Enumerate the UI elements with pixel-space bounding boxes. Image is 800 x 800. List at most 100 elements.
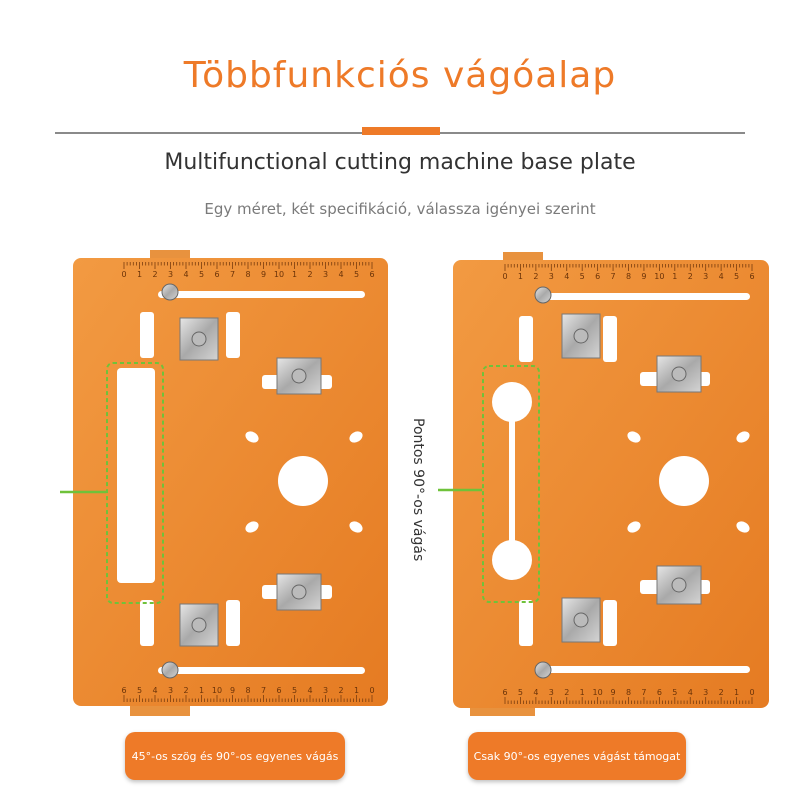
ruler-label: 1 xyxy=(354,686,359,695)
ruler-label: 4 xyxy=(719,272,724,281)
ruler-label: 0 xyxy=(502,272,507,281)
left-highlight-box xyxy=(106,362,164,604)
ruler-label: 1 xyxy=(137,270,142,279)
ruler-label: 5 xyxy=(580,272,585,281)
ruler-label: 5 xyxy=(518,688,523,697)
ruler-label: 10 xyxy=(274,270,284,279)
ruler-label: 6 xyxy=(276,686,281,695)
ruler-label: 5 xyxy=(734,272,739,281)
ruler-label: 6 xyxy=(502,688,507,697)
ruler-label: 4 xyxy=(152,686,157,695)
right-clamp-2 xyxy=(656,355,702,393)
divider-accent xyxy=(362,127,440,135)
ruler-label: 0 xyxy=(121,270,126,279)
left-long-cut-slot xyxy=(117,368,155,583)
ruler-label: 4 xyxy=(338,270,343,279)
ruler-label: 5 xyxy=(199,270,204,279)
ruler-label: 2 xyxy=(688,272,693,281)
ruler-label: 3 xyxy=(168,270,173,279)
left-clamp-1 xyxy=(179,317,219,361)
right-thin-cut-channel xyxy=(509,402,515,560)
ruler-label: 1 xyxy=(292,270,297,279)
ruler-label: 3 xyxy=(703,272,708,281)
right-clamp-3 xyxy=(656,565,702,605)
left-clamp-4 xyxy=(179,603,219,647)
left-center-hole xyxy=(278,456,328,506)
ruler-label: 10 xyxy=(212,686,222,695)
ruler-label: 3 xyxy=(549,688,554,697)
right-clamp-1 xyxy=(561,313,601,359)
ruler-label: 9 xyxy=(261,270,266,279)
ruler-label: 4 xyxy=(533,688,538,697)
caption-right: Csak 90°-os egyenes vágást támogat xyxy=(468,732,686,780)
ruler-label: 9 xyxy=(611,688,616,697)
caption-left: 45°-os szög és 90°-os egyenes vágás xyxy=(125,732,345,780)
left-slot-b xyxy=(226,312,240,358)
ruler-label: 3 xyxy=(323,270,328,279)
ruler-label: 2 xyxy=(564,688,569,697)
ruler-label: 6 xyxy=(369,270,374,279)
ruler-label: 8 xyxy=(626,688,631,697)
ruler-label: 8 xyxy=(626,272,631,281)
ruler-label: 5 xyxy=(292,686,297,695)
ruler-label: 1 xyxy=(734,688,739,697)
ruler-label: 7 xyxy=(261,686,266,695)
ruler-label: 3 xyxy=(703,688,708,697)
ruler-label: 0 xyxy=(369,686,374,695)
ruler-label: 7 xyxy=(641,688,646,697)
ruler-label: 9 xyxy=(641,272,646,281)
ruler-label: 2 xyxy=(152,270,157,279)
left-wingnut-top xyxy=(161,283,179,301)
left-top-slot xyxy=(158,291,365,298)
ruler-label: 2 xyxy=(183,686,188,695)
page-title: Többfunkciós vágóalap xyxy=(183,55,617,96)
left-slot-c xyxy=(140,600,154,646)
ruler-label: 4 xyxy=(688,688,693,697)
left-clamp-2 xyxy=(276,357,322,395)
right-bottom-slot xyxy=(540,666,750,673)
ruler-label: 4 xyxy=(307,686,312,695)
right-wingnut-bottom xyxy=(534,661,552,679)
ruler-label: 2 xyxy=(307,270,312,279)
ruler-label: 4 xyxy=(564,272,569,281)
ruler-label: 6 xyxy=(595,272,600,281)
ruler-label: 10 xyxy=(593,688,603,697)
ruler-label: 5 xyxy=(672,688,677,697)
left-clamp-3 xyxy=(276,573,322,611)
tagline: Egy méret, két specifikáció, válassza ig… xyxy=(204,200,596,218)
left-slot-d xyxy=(226,600,240,646)
ruler-label: 6 xyxy=(214,270,219,279)
ruler-label: 6 xyxy=(749,272,754,281)
left-slot-a xyxy=(140,312,154,358)
ruler-label: 2 xyxy=(719,688,724,697)
right-top-slot xyxy=(540,293,750,300)
right-clamp-4 xyxy=(561,597,601,643)
ruler-label: 8 xyxy=(245,270,250,279)
ruler-label: 5 xyxy=(137,686,142,695)
ruler-label: 2 xyxy=(338,686,343,695)
ruler-label: 10 xyxy=(654,272,664,281)
ruler-label: 3 xyxy=(168,686,173,695)
right-highlight-box xyxy=(482,365,540,603)
ruler-label: 6 xyxy=(121,686,126,695)
left-wingnut-bottom xyxy=(161,661,179,679)
right-center-hole xyxy=(659,456,709,506)
ruler-label: 7 xyxy=(230,270,235,279)
ruler-label: 3 xyxy=(323,686,328,695)
ruler-label: 4 xyxy=(183,270,188,279)
side-note: Pontos 90°-os vágás xyxy=(410,418,426,562)
ruler-label: 7 xyxy=(611,272,616,281)
left-bottom-slot xyxy=(158,667,365,674)
ruler-label: 2 xyxy=(533,272,538,281)
ruler-label: 3 xyxy=(549,272,554,281)
ruler-label: 6 xyxy=(657,688,662,697)
ruler-label: 1 xyxy=(580,688,585,697)
subtitle: Multifunctional cutting machine base pla… xyxy=(164,150,636,175)
ruler-label: 5 xyxy=(354,270,359,279)
